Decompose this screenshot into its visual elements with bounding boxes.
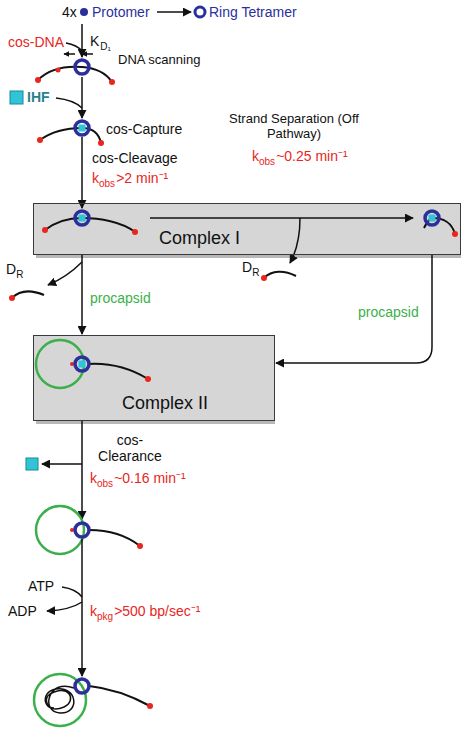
dna-strand bbox=[89, 686, 150, 706]
species-label: Ring Tetramer bbox=[209, 4, 297, 20]
pathway-arrow bbox=[81, 539, 83, 676]
ihf-square bbox=[26, 458, 38, 470]
ihf-square bbox=[79, 215, 86, 222]
cofactor-label: ADP bbox=[8, 603, 37, 619]
cos-site bbox=[137, 543, 143, 549]
ihf-square bbox=[10, 91, 23, 104]
dna-fragment bbox=[12, 292, 44, 298]
cos-site bbox=[109, 79, 115, 85]
band-title: Complex II bbox=[122, 393, 208, 414]
subscript: obs bbox=[97, 478, 113, 490]
constant-symbol: K bbox=[90, 33, 99, 49]
pathway-arrow bbox=[81, 421, 83, 519]
step-label: cos- Clearance bbox=[90, 432, 170, 464]
ring-tetramer bbox=[195, 7, 205, 17]
off-pathway-arrow bbox=[150, 217, 413, 219]
protein-label: IHF bbox=[27, 89, 50, 105]
cos-site bbox=[261, 275, 267, 281]
complex-band: Complex I bbox=[33, 203, 461, 255]
procapsid-shell bbox=[36, 506, 84, 554]
subscript: obs bbox=[259, 156, 275, 168]
procapsid-label: procapsid bbox=[90, 290, 151, 306]
terminase-ring bbox=[75, 523, 89, 537]
procapsid-label: procapsid bbox=[358, 304, 419, 320]
step-label: cos-Capture bbox=[106, 121, 182, 137]
cos-site bbox=[145, 376, 151, 382]
rate-value: ~0.16 min⁻¹ bbox=[114, 470, 186, 486]
fragment-label: D bbox=[242, 259, 252, 275]
adp-release bbox=[47, 602, 82, 611]
cos-site bbox=[98, 140, 104, 146]
pathway-connector bbox=[276, 255, 432, 363]
cos-site bbox=[452, 231, 458, 237]
scan-arrow bbox=[82, 53, 93, 55]
terminase-ring bbox=[75, 211, 89, 225]
ihf-square bbox=[79, 125, 86, 132]
release-arrow bbox=[290, 218, 300, 263]
band-fill bbox=[33, 203, 461, 255]
dna-strand bbox=[40, 128, 101, 143]
cos-site bbox=[9, 295, 15, 301]
rate-symbol: k bbox=[92, 170, 99, 186]
subscript: R bbox=[252, 267, 259, 279]
terminase-ring bbox=[75, 679, 89, 693]
band-fills bbox=[33, 203, 461, 424]
cos-site bbox=[132, 229, 138, 235]
pathway-arrow bbox=[81, 137, 83, 208]
fragment-label: D bbox=[6, 261, 16, 277]
assembly-arrow bbox=[157, 11, 191, 13]
procapsid-shell bbox=[36, 340, 84, 388]
rate-value: >2 min⁻¹ bbox=[116, 170, 168, 186]
rate-symbol: k bbox=[90, 603, 97, 619]
rate-value: >500 bp/sec⁻¹ bbox=[114, 603, 200, 619]
terminase-ring bbox=[75, 357, 89, 371]
terminase-ring bbox=[75, 121, 89, 135]
protomer-dot bbox=[80, 8, 88, 16]
pathway-arrow bbox=[81, 77, 83, 118]
terminase-ring bbox=[75, 60, 89, 74]
rate-symbol: k bbox=[90, 470, 97, 486]
subscript: D₁ bbox=[100, 41, 111, 53]
species-label: Protomer bbox=[92, 4, 150, 20]
join-line bbox=[56, 98, 82, 108]
rate-value: ~0.25 min⁻¹ bbox=[276, 148, 348, 164]
subscript: pkg bbox=[97, 611, 113, 623]
complex-band: Complex II bbox=[33, 335, 275, 421]
step-label: Strand Separation (Off Pathway) bbox=[226, 112, 362, 142]
cos-site bbox=[147, 703, 153, 709]
pathway-connector bbox=[81, 255, 83, 334]
atp-join bbox=[62, 587, 82, 597]
subscript: obs bbox=[99, 178, 115, 190]
cos-site bbox=[56, 68, 61, 73]
cos-site bbox=[35, 77, 41, 83]
band-fill bbox=[33, 335, 275, 421]
join-line bbox=[66, 43, 82, 51]
step-label: DNA scanning bbox=[118, 53, 200, 68]
connectors bbox=[82, 255, 432, 363]
ihf-square bbox=[79, 361, 86, 368]
rate-symbol: k bbox=[252, 148, 259, 164]
illustration bbox=[9, 7, 458, 726]
pathway-arrow bbox=[81, 24, 83, 57]
dna-strand bbox=[89, 364, 148, 379]
packaged-dna bbox=[45, 686, 74, 713]
ihf-square bbox=[429, 215, 436, 222]
scan-arrow bbox=[64, 53, 75, 55]
substrate-label: cos-DNA bbox=[8, 34, 64, 50]
step-label: cos-Cleavage bbox=[92, 150, 178, 166]
terminase-ring bbox=[425, 211, 439, 225]
cos-site bbox=[37, 137, 43, 143]
subscript: R bbox=[16, 269, 23, 281]
count-label: 4x bbox=[62, 4, 77, 20]
release-arrow bbox=[42, 463, 82, 465]
dna-fragment bbox=[264, 272, 296, 278]
cofactor-label: ATP bbox=[28, 578, 54, 594]
cos-site bbox=[42, 227, 48, 233]
dna-strand bbox=[89, 530, 140, 546]
release-arrow bbox=[48, 262, 82, 285]
band-title: Complex I bbox=[159, 228, 240, 249]
